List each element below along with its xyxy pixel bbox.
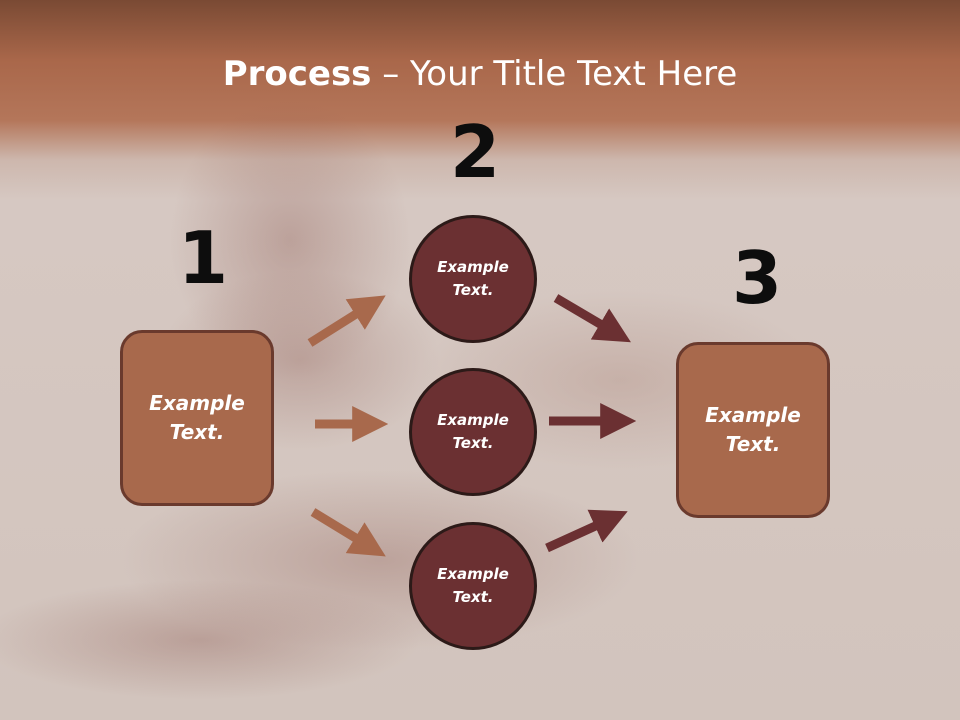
step-number-3: 3 <box>732 236 783 320</box>
step-number-1: 1 <box>178 216 229 300</box>
step-box-1: Example Text. <box>120 330 274 506</box>
circle-bottom: Example Text. <box>409 522 537 650</box>
step-box-1-text: Example Text. <box>149 391 245 444</box>
circle-middle: Example Text. <box>409 368 537 496</box>
slide-title: Process – Your Title Text Here <box>0 52 960 96</box>
circle-top-text: Example Text. <box>437 258 509 299</box>
step-box-3-text: Example Text. <box>705 403 801 456</box>
title-rest: – Your Title Text Here <box>371 54 738 94</box>
arrow-box1-to-circle-bottom <box>310 508 386 557</box>
arrow-circle-top-to-box3 <box>553 294 631 343</box>
circle-bottom-text: Example Text. <box>437 565 509 606</box>
circle-middle-text: Example Text. <box>437 411 509 452</box>
title-bold: Process <box>222 54 372 94</box>
arrow-box1-to-circle-top <box>307 295 386 347</box>
arrow-circle-bottom-to-box3 <box>545 509 628 553</box>
step-number-2: 2 <box>450 110 501 194</box>
circle-top: Example Text. <box>409 215 537 343</box>
step-box-3: Example Text. <box>676 342 830 518</box>
